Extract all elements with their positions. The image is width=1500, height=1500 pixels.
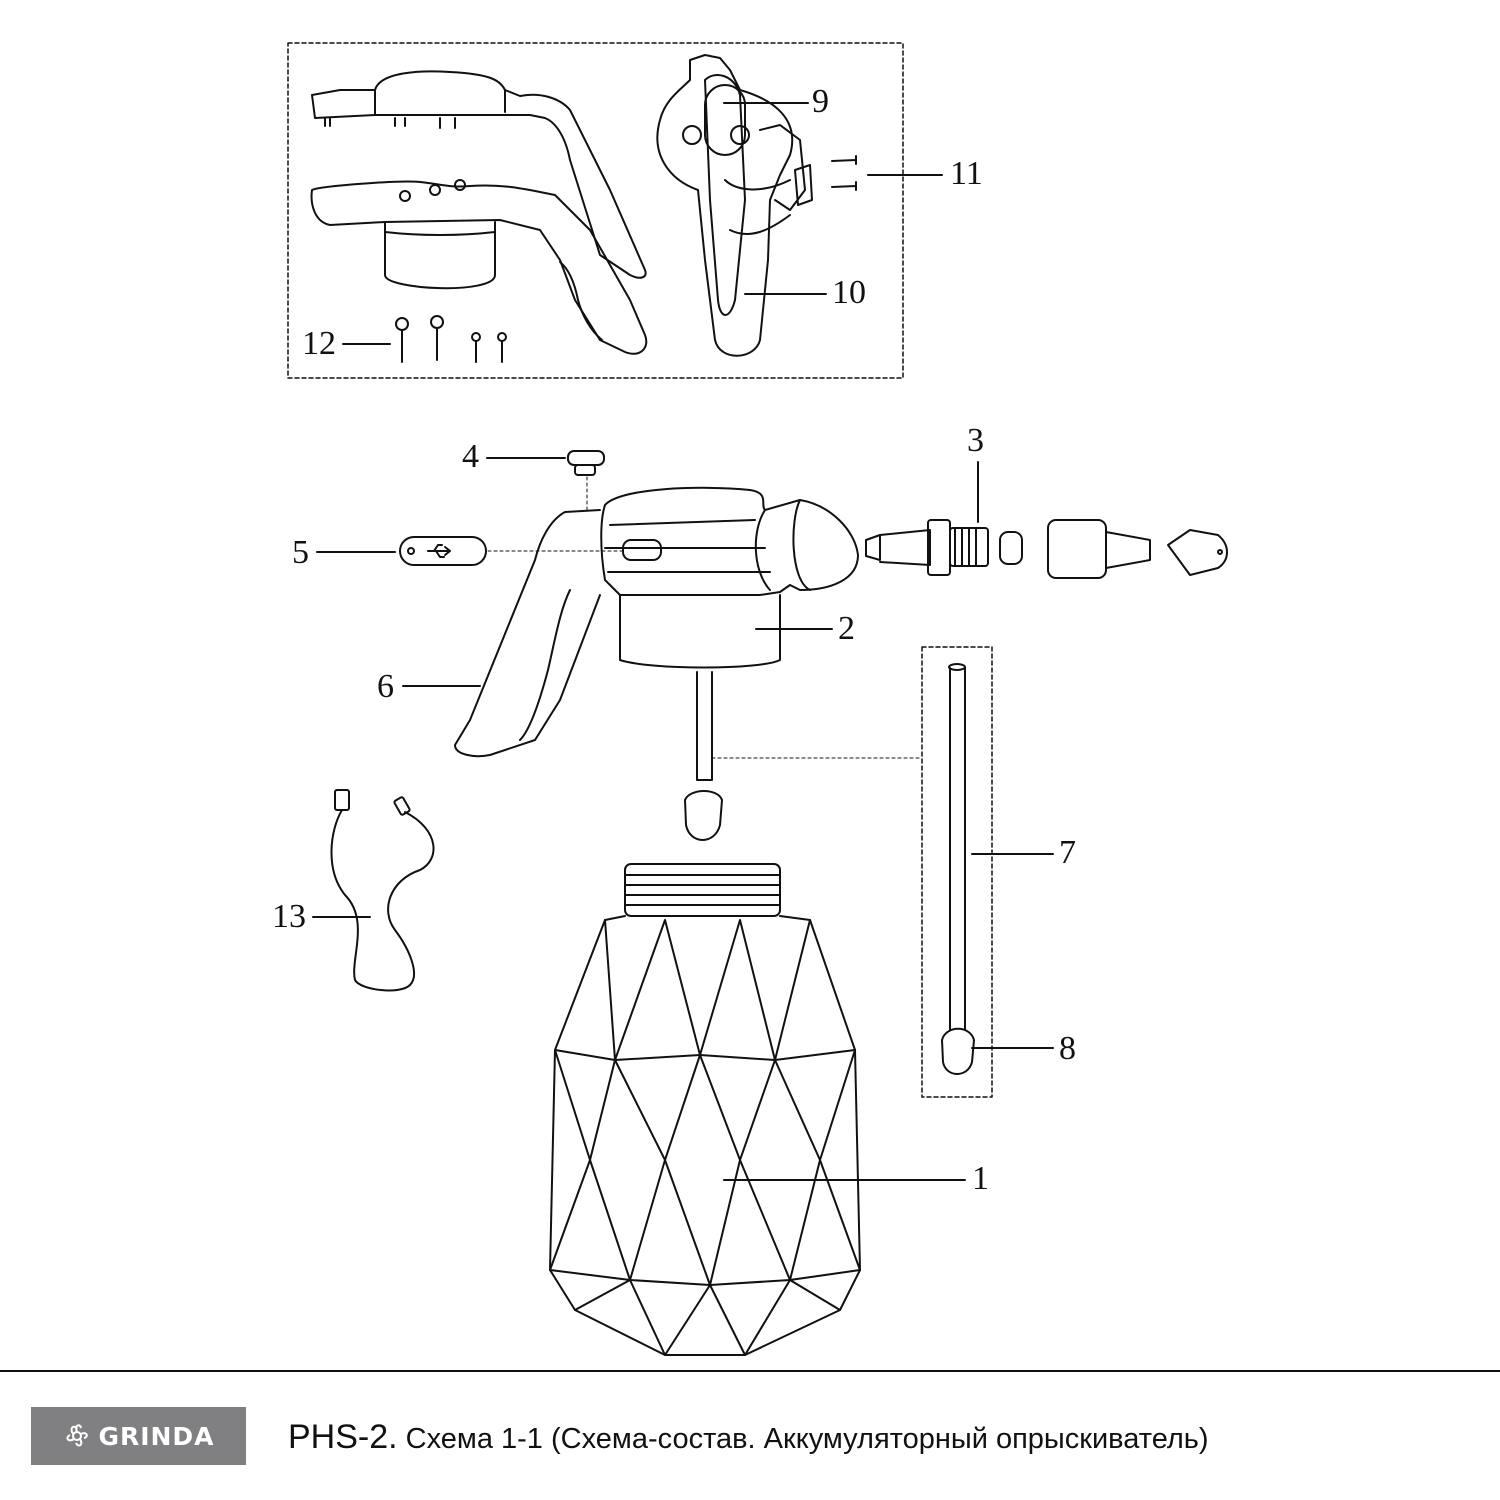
callout-12: 12 (302, 325, 336, 362)
inset-box (287, 42, 904, 379)
model-name: PHS-2. (288, 1418, 398, 1456)
handle-upper-half-drawing (311, 70, 647, 279)
flower-icon (66, 1424, 89, 1447)
caption-description: Схема 1-1 (Схема-состав. Аккумуляторный … (397, 1423, 1209, 1455)
callout-1: 1 (972, 1160, 989, 1197)
callout-8: 8 (1059, 1030, 1076, 1067)
leader-lines (312, 102, 1054, 1181)
callout-10: 10 (832, 274, 866, 311)
callout-13: 13 (272, 898, 306, 935)
figure-caption: PHS-2. Схема 1-1 (Схема-состав. Аккумуля… (288, 1418, 1209, 1457)
pump-head-drawing (399, 450, 859, 758)
callout-5: 5 (292, 534, 309, 571)
callout-7: 7 (1059, 834, 1076, 871)
callout-6: 6 (377, 668, 394, 705)
usb-cable-drawing (330, 789, 435, 992)
nozzle-assembly-drawing (865, 519, 1228, 579)
callout-2: 2 (838, 610, 855, 647)
motor-housing-drawing (656, 54, 813, 357)
exploded-view-diagram (287, 42, 1228, 1356)
screws-12-drawing (395, 315, 507, 363)
tube-drawing (684, 646, 993, 1098)
callout-9: 9 (812, 83, 829, 120)
callout-3: 3 (967, 422, 984, 459)
callout-4: 4 (462, 438, 479, 475)
handle-lower-half-drawing (310, 179, 648, 355)
callout-11: 11 (950, 155, 983, 192)
bottle-drawing (549, 863, 861, 1356)
footer-divider (0, 1370, 1500, 1372)
screws-11-drawing (831, 155, 857, 191)
brand-name: GRINDA (98, 1421, 215, 1451)
brand-logo: GRINDA (31, 1407, 246, 1465)
